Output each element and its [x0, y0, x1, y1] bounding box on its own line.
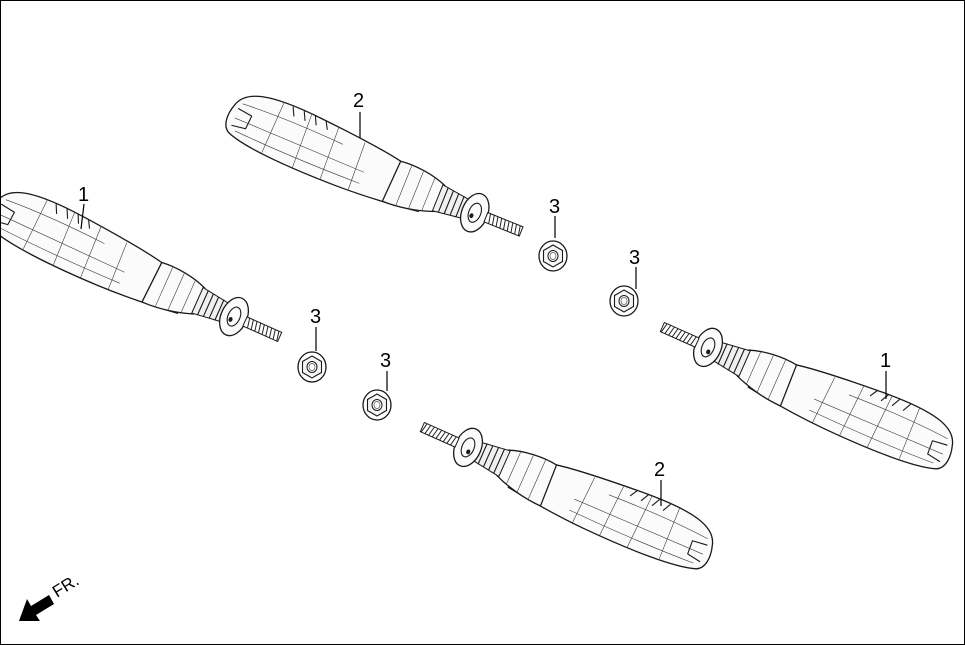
- leader-line-1-left: [80, 203, 85, 230]
- turn-signal-front-right: [650, 297, 964, 481]
- turn-signal-rear-left: [217, 83, 534, 258]
- turn-signal-rear-right: [410, 397, 724, 581]
- flange-nut-left: [297, 351, 327, 383]
- front-direction-marker: FR.: [19, 571, 82, 621]
- flange-nut-right: [609, 285, 639, 317]
- callout-1-left: 1: [78, 184, 89, 206]
- callout-1-right: 1: [880, 350, 891, 372]
- callout-2-bottom: 2: [654, 459, 665, 481]
- front-label: FR.: [49, 571, 82, 602]
- front-arrow-icon: [19, 595, 54, 621]
- callout-2-top: 2: [353, 90, 364, 112]
- turn-signal-front-left: [1, 179, 293, 363]
- flange-nut-top: [538, 240, 568, 272]
- callout-3-center: 3: [380, 350, 391, 372]
- callout-3-top: 3: [549, 196, 560, 218]
- flange-nut-center: [362, 389, 392, 421]
- callout-3-right: 3: [629, 247, 640, 269]
- callout-3-left: 3: [310, 306, 321, 328]
